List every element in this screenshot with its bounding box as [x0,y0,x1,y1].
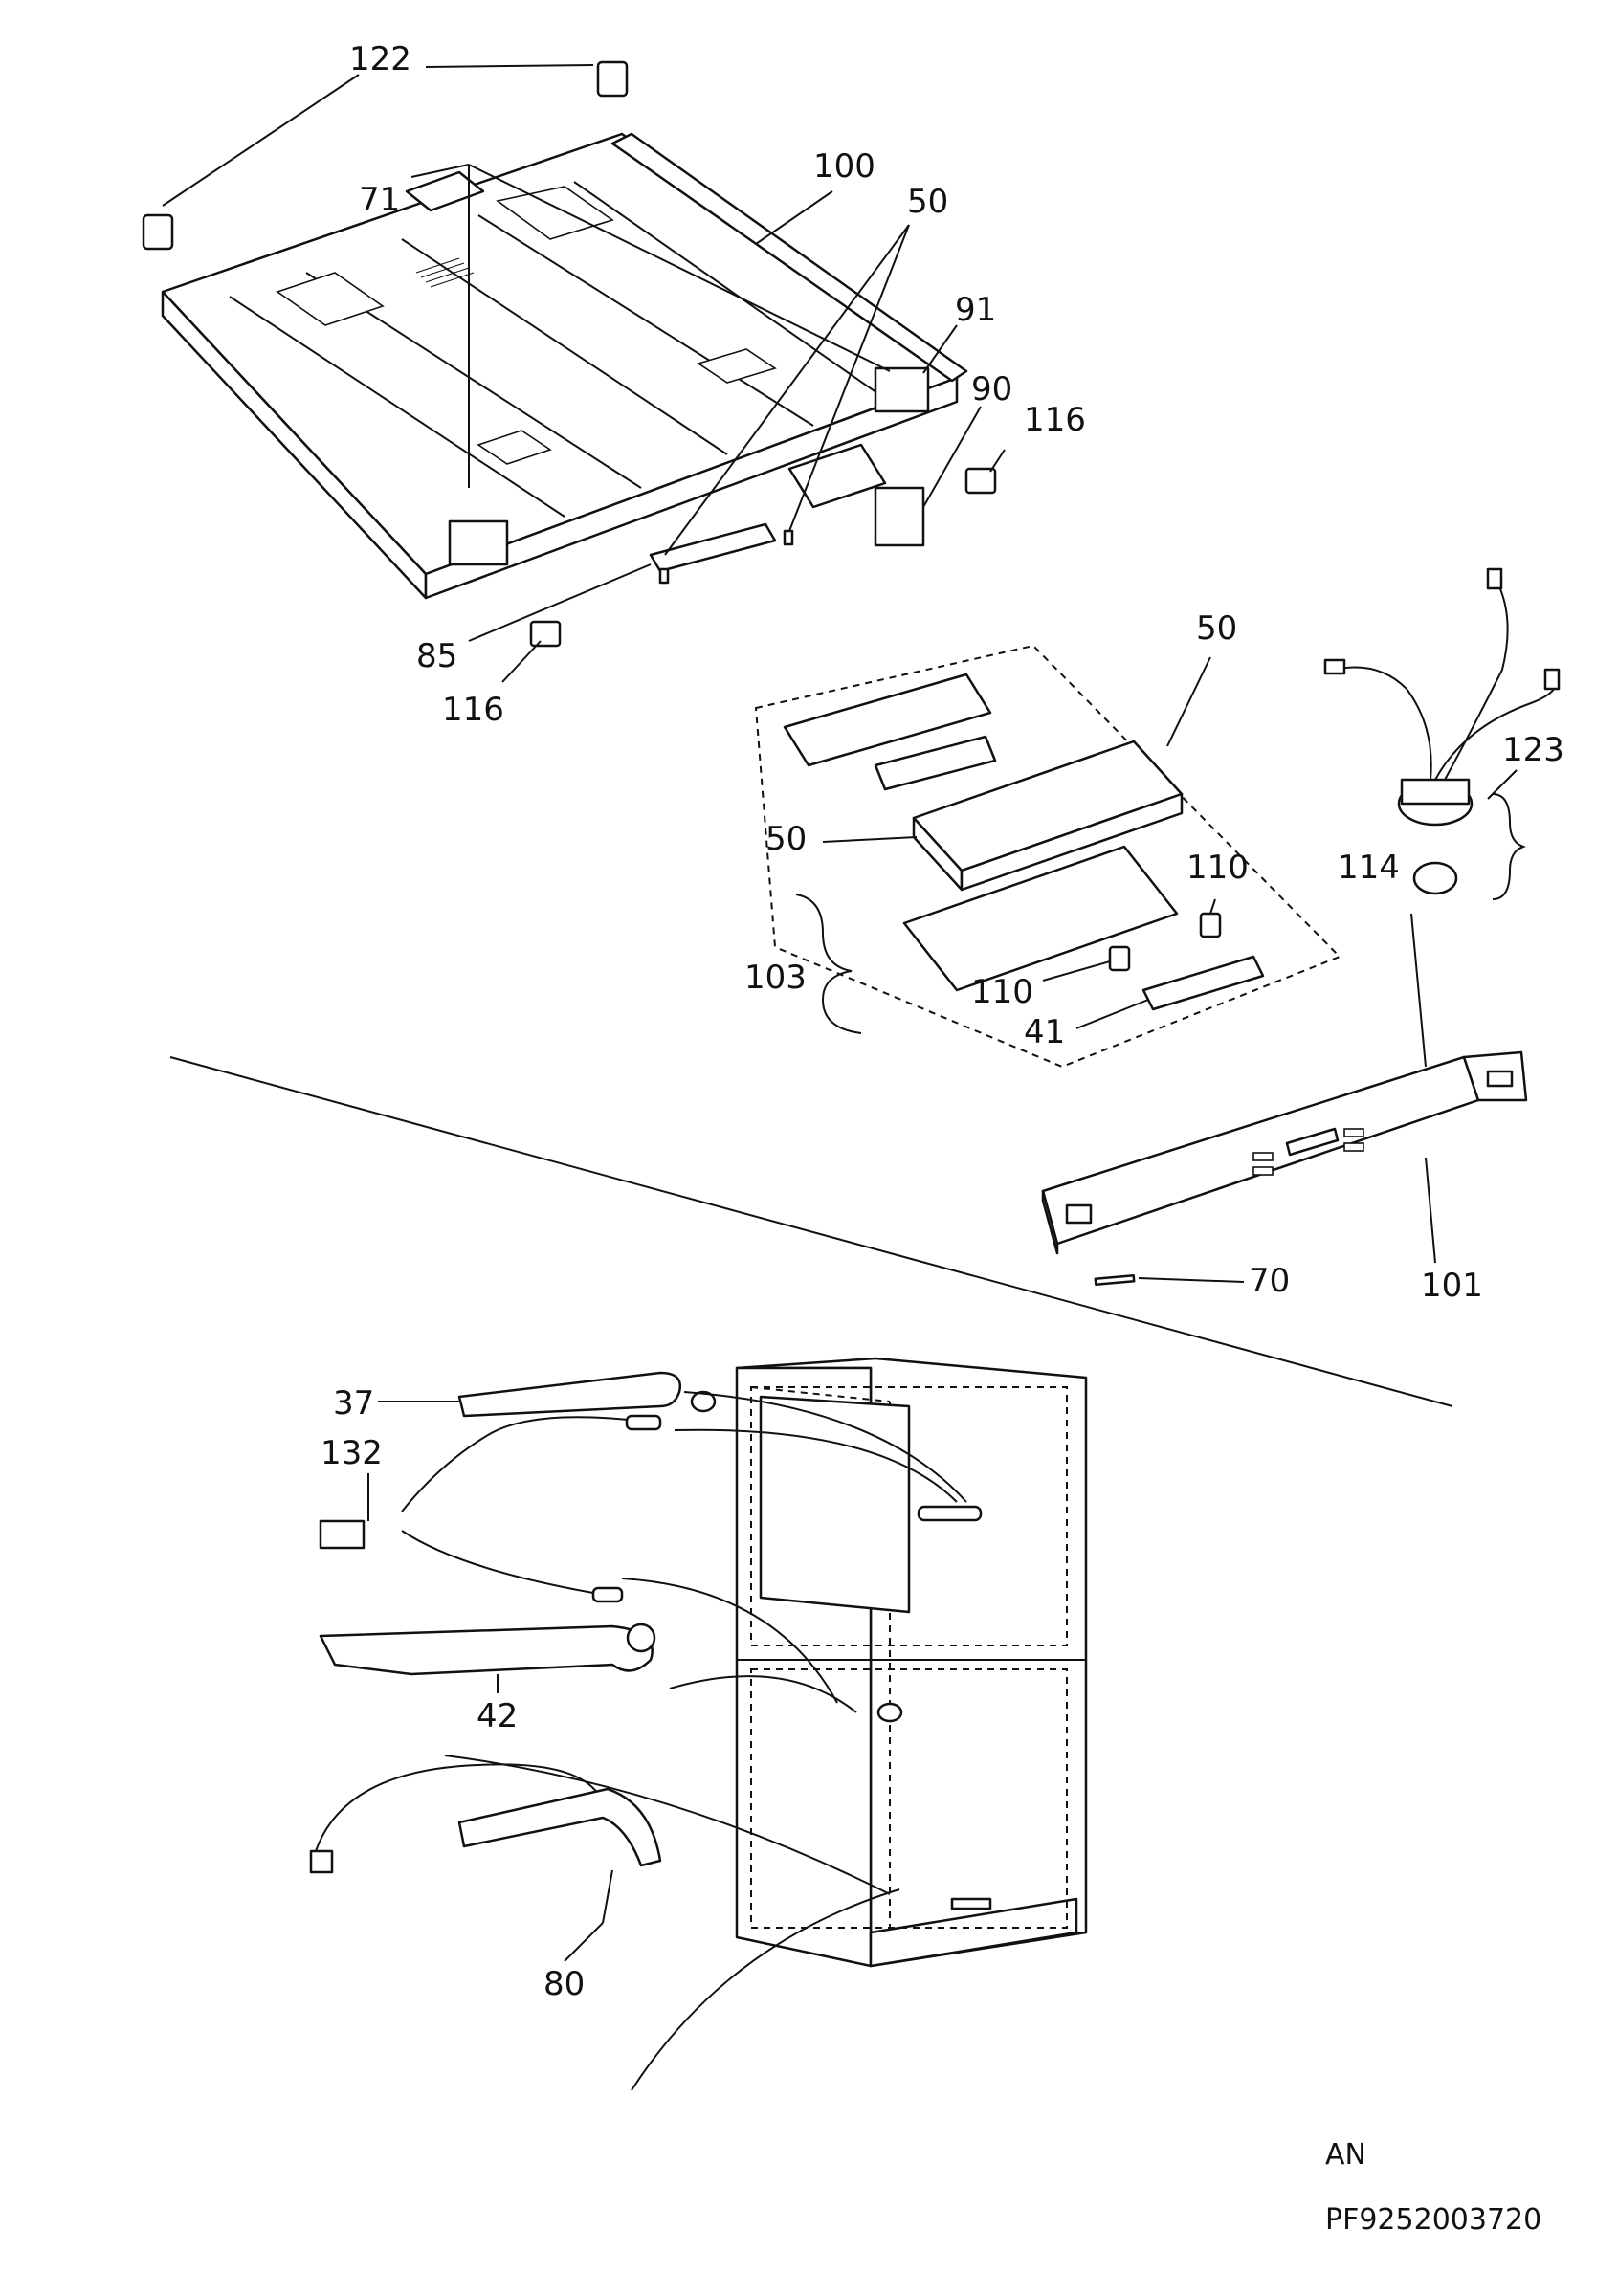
callout-116: 116 [442,691,504,729]
display-window [1285,1127,1340,1157]
callout-labels: 122 71 100 50 91 90 116 85 116 50 123 50… [321,40,1564,2003]
lamp-assembly-123 [1323,567,1561,900]
top-cover-assembly [142,60,997,648]
callout-103: 103 [744,959,807,997]
pcb-strip-part-85 [649,522,777,573]
callout-132: 132 [321,1434,383,1472]
sensor-holder-part-37 [457,1371,682,1418]
callout-70: 70 [1249,1262,1290,1300]
callout-42: 42 [477,1697,518,1735]
clip-part-116-right [964,467,997,495]
front-panel-101 [1041,1050,1528,1286]
transformer-part-90 [874,486,925,547]
callout-123: 123 [1502,731,1564,769]
callout-110: 110 [971,973,1033,1011]
callout-50: 50 [765,820,807,858]
callout-116: 116 [1024,401,1086,439]
leader-lines [162,64,1518,1962]
callout-101: 101 [1421,1267,1483,1305]
refrigerator-cabinet [735,1357,1088,1968]
vent-hatch [415,257,475,288]
callout-41: 41 [1024,1013,1065,1051]
sensor-holder-part-42 [319,1624,654,1676]
footer-reference: PF9252003720 [1325,2203,1541,2237]
callout-122: 122 [349,40,411,78]
callout-85: 85 [416,637,457,675]
section-divider [169,1056,1453,1407]
keypad-part-41 [1141,955,1265,1011]
callout-100: 100 [813,147,875,186]
cover-part-71 [405,170,485,212]
callout-50: 50 [1196,609,1237,648]
sensor-holder-part-80 [457,1787,662,1867]
clip-part-122-left [142,213,174,251]
clip-part-116-left [529,620,562,648]
callout-80: 80 [543,1965,585,2003]
assembly-arrows [444,1391,967,2091]
callout-37: 37 [333,1384,374,1423]
callout-71: 71 [359,181,400,219]
callout-110: 110 [1186,849,1249,887]
clip-part-122-right [596,60,629,98]
callout-50: 50 [907,183,948,221]
footer-code: AN [1325,2138,1366,2172]
strip-part-70 [1094,1274,1136,1286]
electronic-module-103 [754,644,1341,1069]
callout-91: 91 [955,291,996,329]
callout-90: 90 [971,370,1012,408]
sensor-parts [309,1371,717,1874]
lamp-bulb-part-114 [1412,861,1458,895]
callout-114: 114 [1338,849,1400,887]
